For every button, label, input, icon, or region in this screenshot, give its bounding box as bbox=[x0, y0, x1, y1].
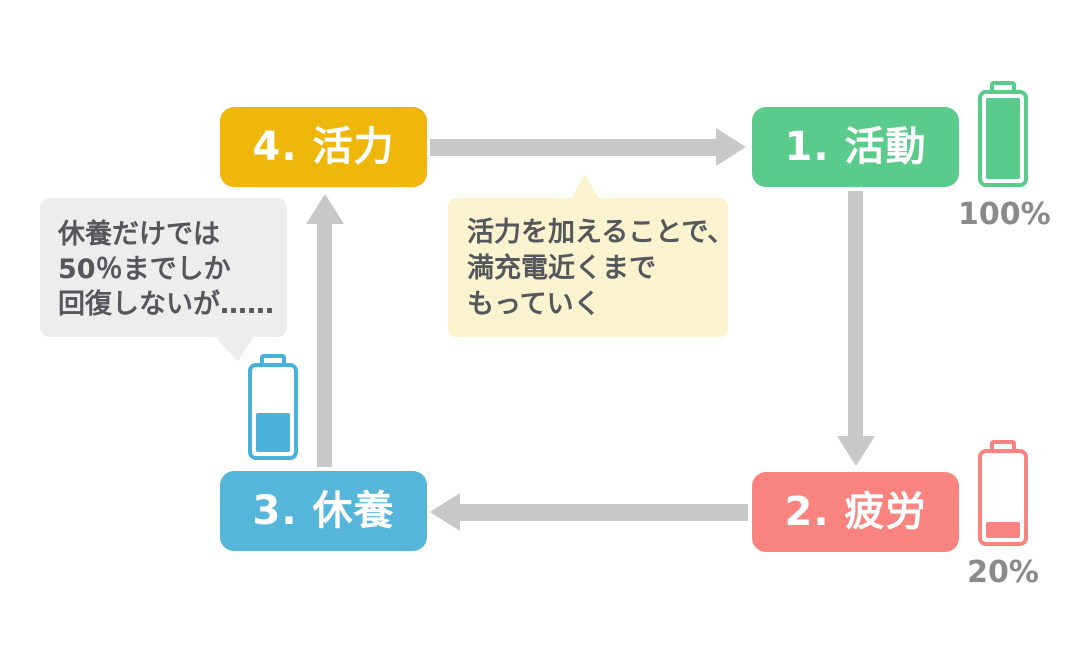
arrow-shaft bbox=[430, 139, 716, 156]
node-activity-label: 1. 活動 bbox=[784, 124, 927, 170]
battery-cap bbox=[260, 354, 286, 366]
arrow-head-icon bbox=[430, 493, 460, 531]
arrow-head-icon bbox=[716, 128, 746, 166]
node-fatigue: 2. 疲労 bbox=[752, 472, 959, 552]
battery-low-icon bbox=[978, 440, 1028, 546]
battery-fill bbox=[986, 98, 1020, 179]
arrow-shaft bbox=[317, 224, 332, 467]
battery-fill bbox=[986, 521, 1020, 538]
battery-body bbox=[978, 90, 1028, 187]
battery-cap bbox=[990, 440, 1016, 452]
callout-rest-limit: 休養だけでは 50％までしか 回復しないが…… bbox=[40, 198, 287, 337]
node-rest-label: 3. 休養 bbox=[252, 488, 395, 534]
battery-fatigue-percent-label: 20% bbox=[967, 555, 1039, 590]
node-vitality-label: 4. 活力 bbox=[252, 124, 395, 170]
callout-line: 休養だけでは bbox=[58, 219, 220, 250]
battery-half-icon bbox=[248, 354, 298, 460]
battery-fill bbox=[256, 413, 290, 452]
callout-vitality-tail bbox=[571, 174, 599, 199]
callout-line: 満充電近くまで bbox=[467, 253, 656, 284]
arrow-head-icon bbox=[306, 194, 344, 224]
battery-body bbox=[248, 363, 298, 460]
arrow-shaft bbox=[848, 191, 863, 436]
node-vitality: 4. 活力 bbox=[220, 107, 427, 187]
callout-line: 50％までしか bbox=[58, 254, 231, 285]
callout-vitality-charge: 活力を加えることで、 満充電近くまで もっていく bbox=[448, 198, 735, 337]
node-fatigue-label: 2. 疲労 bbox=[784, 489, 927, 535]
battery-activity-percent-label: 100% bbox=[958, 197, 1051, 232]
callout-line: もっていく bbox=[467, 289, 601, 320]
node-rest: 3. 休養 bbox=[220, 471, 427, 551]
node-activity: 1. 活動 bbox=[752, 107, 959, 187]
callout-line: 回復しないが…… bbox=[58, 289, 274, 320]
battery-cap bbox=[990, 81, 1016, 93]
callout-rest-tail bbox=[213, 335, 255, 361]
battery-full-icon bbox=[978, 81, 1028, 187]
arrow-head-icon bbox=[837, 436, 875, 466]
callout-line: 活力を加えることで、 bbox=[467, 217, 735, 248]
arrow-shaft bbox=[460, 504, 748, 521]
battery-body bbox=[978, 449, 1028, 546]
